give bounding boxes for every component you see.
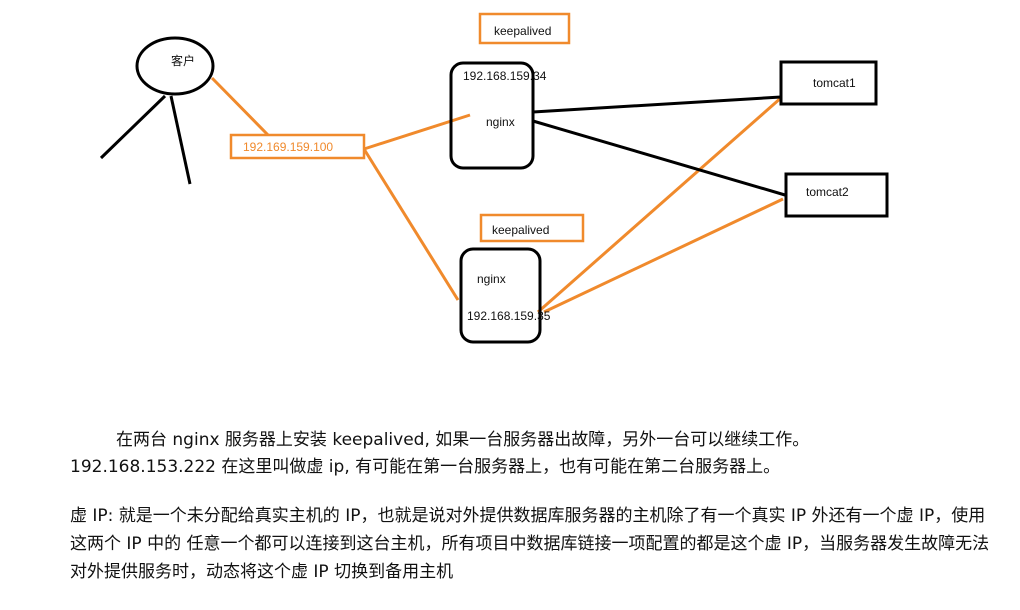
client-leg-right xyxy=(169,95,192,185)
nginx1-server: 192.168.159.34 nginx xyxy=(449,61,547,170)
nginx2-name: nginx xyxy=(477,272,506,286)
black-links xyxy=(532,95,786,197)
link-nginx1-tomcat1 xyxy=(532,95,782,114)
nginx2-server: nginx 192.168.159.35 xyxy=(459,247,551,344)
client-label: 客户 xyxy=(171,53,195,68)
architecture-diagram: 客户 192.169.159.100 keepalived 192.168.15… xyxy=(99,12,889,344)
description-line-1: 在两台 nginx 服务器上安装 keepalived, 如果一台服务器出故障，… xyxy=(116,430,810,450)
keepalived-top-box: keepalived xyxy=(478,12,571,45)
nginx1-ip: 192.168.159.34 xyxy=(463,69,547,83)
vip-label: 192.169.159.100 xyxy=(243,140,333,154)
nginx1-name: nginx xyxy=(486,115,515,129)
description-paragraph-2: 虚 IP: 就是一个未分配给真实主机的 IP，也就是说对外提供数据库服务器的主机… xyxy=(70,502,1000,586)
client-head xyxy=(135,36,215,96)
tomcat2-server: tomcat2 xyxy=(784,172,889,218)
tomcat2-label: tomcat2 xyxy=(806,185,849,199)
keepalived-top-label: keepalived xyxy=(494,24,551,38)
description-paragraph-1: 在两台 nginx 服务器上安装 keepalived, 如果一台服务器出故障，… xyxy=(70,427,1000,481)
tomcat1-server: tomcat1 xyxy=(779,60,878,106)
client-figure: 客户 xyxy=(99,36,215,185)
vip-box: 192.169.159.100 xyxy=(229,133,366,160)
description-line-2: 192.168.153.222 在这里叫做虚 ip, 有可能在第一台服务器上，也… xyxy=(70,457,781,477)
nginx2-ip: 192.168.159.35 xyxy=(467,309,551,323)
link-nginx2-tomcat1 xyxy=(537,95,783,314)
link-client-vip xyxy=(210,76,270,137)
keepalived-bottom-box: keepalived xyxy=(479,213,585,243)
keepalived-bottom-label: keepalived xyxy=(492,223,549,237)
link-vip-nginx2 xyxy=(362,148,460,301)
virtual-ip-definition: 虚 IP: 就是一个未分配给真实主机的 IP，也就是说对外提供数据库服务器的主机… xyxy=(70,506,990,582)
link-nginx2-tomcat2 xyxy=(543,197,784,314)
tomcat1-label: tomcat1 xyxy=(813,76,856,90)
client-leg-left xyxy=(99,94,167,160)
link-vip-nginx1 xyxy=(363,113,471,151)
link-nginx1-tomcat2 xyxy=(532,119,786,197)
